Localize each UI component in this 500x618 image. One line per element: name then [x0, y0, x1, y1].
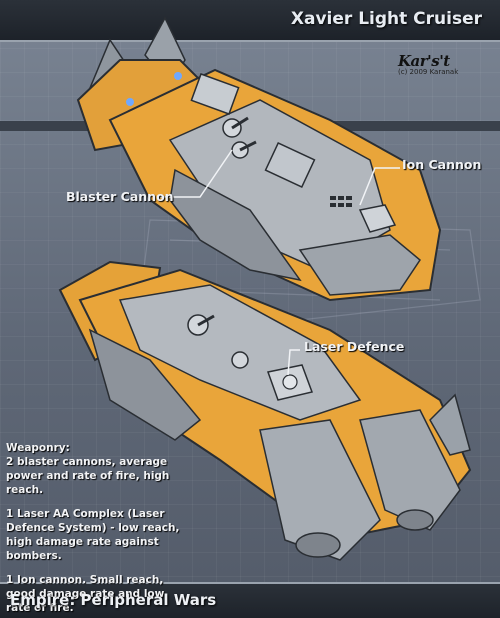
ship-bottom-view	[58, 260, 472, 561]
signature-copyright: (c) 2009 Karanak	[398, 68, 459, 76]
weaponry-specs: Weaponry: 2 blaster cannons, average pow…	[6, 441, 186, 618]
ship-top-view	[76, 16, 442, 302]
footer-band	[0, 582, 500, 618]
laser-defence-callout: Laser Defence	[304, 339, 405, 354]
signature-name: Kar's't	[398, 52, 450, 70]
blaster-cannon-callout: Blaster Cannon	[66, 189, 174, 204]
specs-laser-aa-complex: 1 Laser AA Complex (Laser Defence System…	[6, 508, 180, 562]
specs-ion-cannon: 1 Ion cannon. Small reach, good damage r…	[6, 574, 165, 614]
specs-heading: Weaponry:	[6, 442, 70, 454]
artist-signature-logo: Kar's't (c) 2009 Karanak	[398, 52, 458, 76]
header-band	[0, 0, 500, 42]
specs-blaster-cannons: 2 blaster cannons, average power and rat…	[6, 456, 170, 496]
footer-title: Empire: Peripheral Wars	[10, 591, 217, 609]
page-title: Xavier Light Cruiser	[290, 9, 482, 29]
ion-cannon-callout: Ion Cannon	[402, 157, 482, 172]
